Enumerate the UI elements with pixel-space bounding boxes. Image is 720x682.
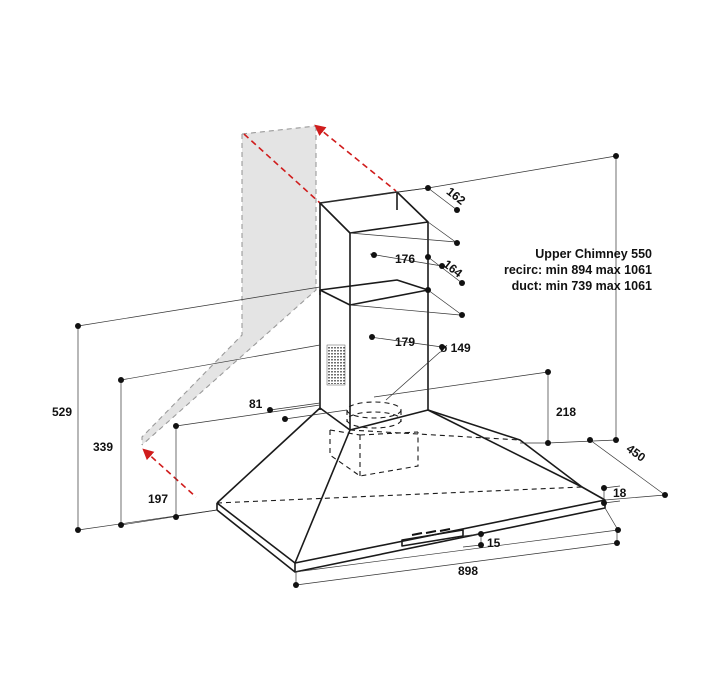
label-control-panel-height: 15 [487,536,501,550]
label-hood-width: 898 [458,564,478,578]
label-hood-depth: 450 [624,441,649,464]
label-outlet-diameter: ø 149 [440,341,471,355]
label-mount-height: 339 [93,440,113,454]
hood-canopy [216,407,606,573]
outlet-collar [329,401,419,477]
label-side-height: 197 [148,492,168,506]
label-lower-chimney-depth: 164 [441,257,466,281]
vent-grille [326,344,346,386]
label-upper-chimney-width: 176 [395,252,415,266]
dimension-points [75,153,668,588]
dimension-lines [77,155,666,588]
label-upper-chimney-depth: 162 [444,184,469,208]
note-line-upper-chimney: Upper Chimney 550 [535,247,652,261]
label-outlet-offset: 81 [249,397,263,411]
note-line-duct: duct: min 739 max 1061 [512,279,652,293]
dimension-labels: 162 176 164 179 ø 149 81 218 529 339 197… [52,184,648,578]
label-front-edge-height: 18 [613,486,627,500]
chimney-note: Upper Chimney 550 recirc: min 894 max 10… [504,247,652,293]
chimney-extension-arrows [142,124,397,498]
label-lower-chimney-width: 179 [395,335,415,349]
lower-chimney [319,279,429,430]
label-outlet-height: 218 [556,405,576,419]
label-total-height: 529 [52,405,72,419]
wall-outline [141,125,317,446]
note-line-recirc: recirc: min 894 max 1061 [504,263,652,277]
